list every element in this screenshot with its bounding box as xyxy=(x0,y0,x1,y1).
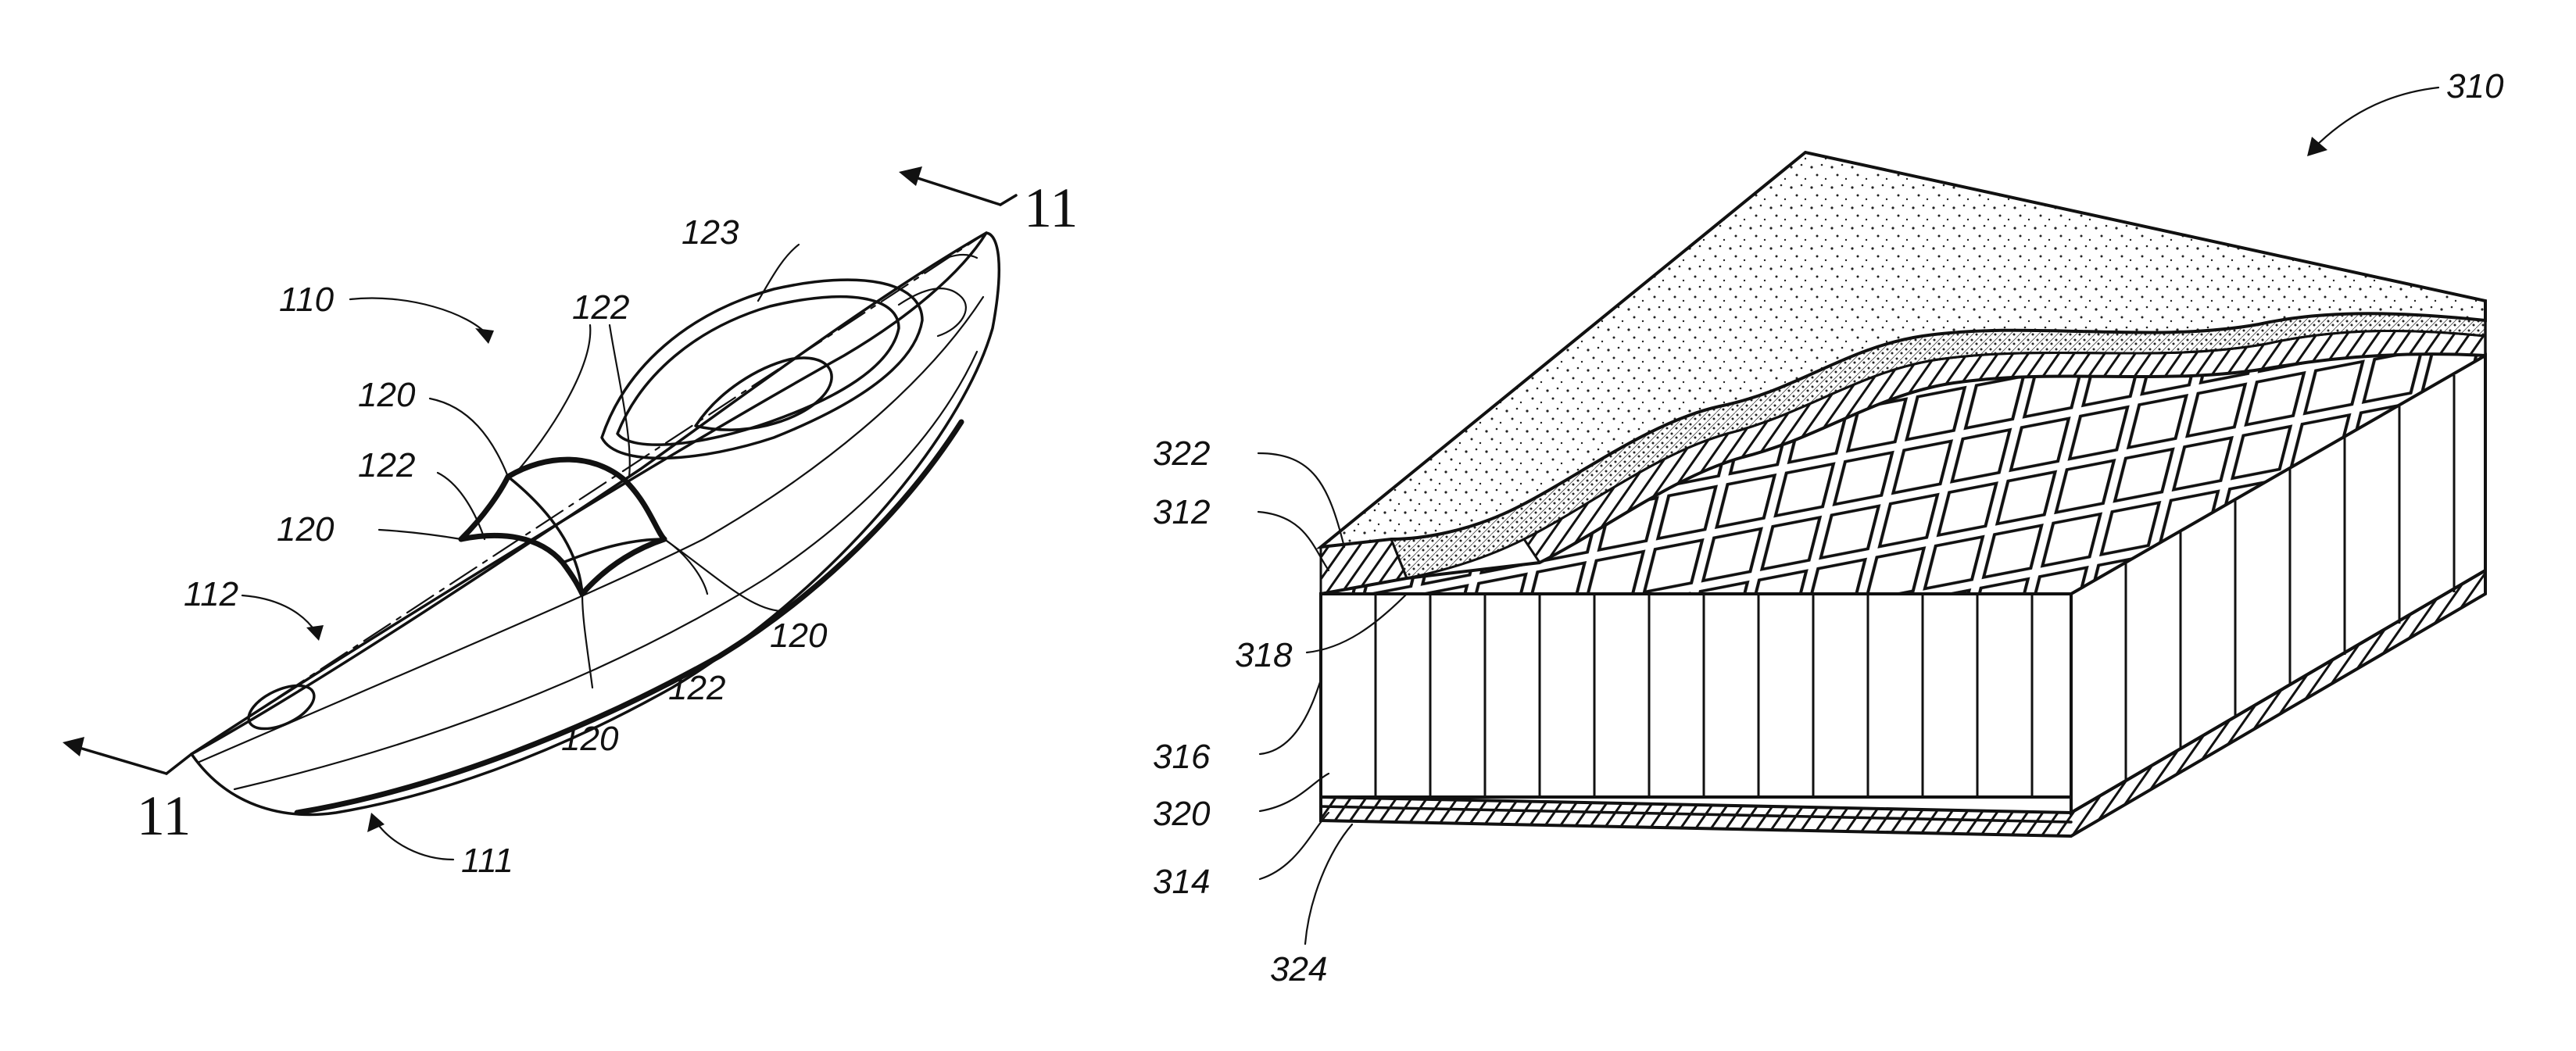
ref-120-a: 120 xyxy=(358,376,416,414)
ref-318: 318 xyxy=(1235,636,1293,674)
ref-312: 312 xyxy=(1153,493,1210,531)
ref-122-a: 122 xyxy=(572,288,629,327)
ref-120-d: 120 xyxy=(561,720,619,758)
ref-122-c: 122 xyxy=(668,669,725,707)
ref-123: 123 xyxy=(682,213,739,252)
panel-figure: 310 322 312 318 316 320 314 324 xyxy=(1153,67,2504,988)
ref-316: 316 xyxy=(1153,738,1211,776)
ref-320: 320 xyxy=(1153,795,1211,833)
section-mark-11-bottom: 11 xyxy=(137,785,191,847)
internal-ribs xyxy=(461,459,664,594)
ref-111: 111 xyxy=(461,842,513,880)
ref-120-c: 120 xyxy=(770,617,828,655)
ref-310: 310 xyxy=(2446,67,2504,105)
kayak-leaders xyxy=(242,245,799,860)
ref-120-b: 120 xyxy=(277,510,335,549)
ref-322: 322 xyxy=(1153,434,1210,473)
core-front-face xyxy=(1321,594,2071,797)
section-mark-11-top: 11 xyxy=(1024,177,1078,239)
section-arrows xyxy=(63,166,1016,774)
ref-112: 112 xyxy=(184,575,238,613)
ref-324: 324 xyxy=(1270,950,1327,988)
seat xyxy=(696,358,832,430)
ref-314: 314 xyxy=(1153,863,1210,901)
ref-122-b: 122 xyxy=(358,446,415,484)
kayak-figure: 11 11 110 123 122 120 122 120 112 120 12… xyxy=(63,166,1078,880)
ref-110: 110 xyxy=(279,281,335,319)
